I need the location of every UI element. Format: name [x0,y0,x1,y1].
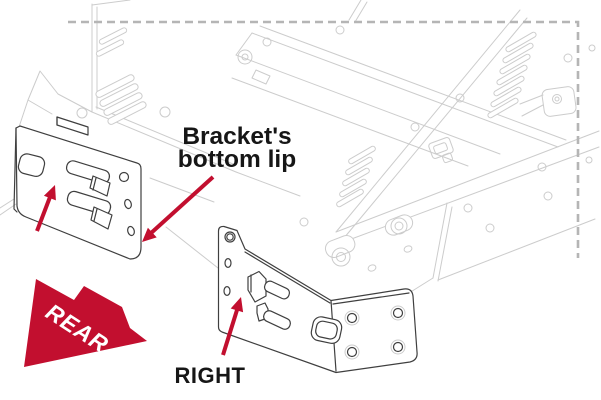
rear-direction-arrow: REAR [24,279,147,367]
crop-border-dashed [68,20,580,258]
right-label: RIGHT [175,363,246,388]
bottom-lip-label-line1: Bracket's [182,123,291,150]
chassis-line-art [0,0,600,331]
right-bracket-drawing [217,225,418,374]
left-bracket-drawing [13,116,142,260]
rear-arrow-shape [24,279,147,367]
callout-arrow-right-bracket [221,297,244,356]
bottom-lip-label-line2: bottom lip [178,146,296,173]
callout-arrow-left-bracket [35,185,56,232]
callout-arrow-bottom-lip [142,175,215,242]
bottom-lip-label: Bracket's bottom lip [178,123,296,173]
